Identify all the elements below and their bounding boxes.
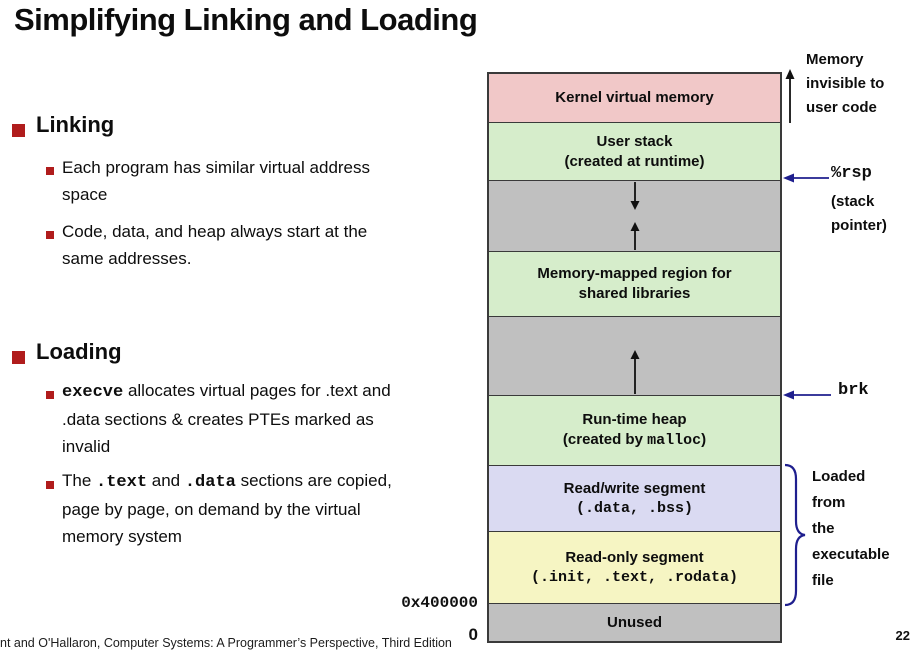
linking-bullet-1: Each program has similar virtual address… [62, 158, 371, 204]
note-line: (stack [831, 193, 875, 210]
data-section-code: .data [184, 473, 236, 492]
stack-grow-down-arrow [630, 182, 639, 210]
note-line: invisible to [806, 75, 885, 92]
kernel-invisible-up-arrow [785, 69, 795, 123]
segment-label: Read/write segment [563, 479, 706, 497]
memory-layout-diagram: Kernel virtual memory User stack (create… [487, 72, 782, 643]
loading-bullet-2-mid: and [147, 471, 185, 490]
segment-read-only: Read-only segment (.init, .text, .rodata… [489, 531, 780, 603]
segment-memory-mapped-region: Memory-mapped region for shared librarie… [489, 251, 780, 316]
linking-heading: Linking [36, 112, 115, 137]
segment-sublabel: shared libraries [578, 285, 691, 302]
segment-unused: Unused [489, 603, 780, 641]
segment-sublabel: (.init, .text, .rodata) [530, 568, 739, 586]
note-line: Loaded [812, 468, 866, 485]
loaded-from-brace [784, 463, 806, 607]
memory-invisible-note: Memory invisible to user code [806, 48, 884, 120]
loading-bullet-2-post: sections are copied, page by page, on de… [62, 471, 392, 546]
segment-sublabel: (created by malloc) [563, 430, 706, 451]
attribution-footer: nt and O'Hallaron, Computer Systems: A P… [0, 636, 452, 650]
page-title: Simplifying Linking and Loading [14, 2, 478, 37]
section-bullet-icon [12, 124, 25, 137]
heap-sublabel-pre: (created by [562, 431, 648, 448]
loading-bullet-1: execve allocates virtual pages for .text… [62, 377, 394, 460]
page-number: 22 [895, 628, 910, 643]
segment-sublabel: (.data, .bss) [575, 499, 694, 517]
start-address-label: 0x400000 [401, 594, 478, 612]
segment-gap-heap-growth [489, 316, 780, 395]
heap-sublabel-post: ) [701, 431, 707, 448]
loading-bullet-1-text: allocates virtual pages for .text and .d… [62, 381, 391, 456]
segment-kernel-virtual-memory: Kernel virtual memory [489, 74, 780, 122]
segment-runtime-heap: Run-time heap (created by malloc) [489, 395, 780, 465]
segment-read-write: Read/write segment (.data, .bss) [489, 465, 780, 531]
note-line: file [812, 572, 834, 589]
segment-gap-stack-growth [489, 180, 780, 251]
note-line: pointer) [831, 217, 887, 234]
segment-user-stack: User stack (created at runtime) [489, 122, 780, 180]
linking-bullet-2: Code, data, and heap always start at the… [62, 222, 368, 268]
loading-bullet-2-pre: The [62, 471, 97, 490]
zero-address-label: 0 [468, 625, 478, 644]
mmap-grow-up-arrow [630, 222, 639, 250]
text-section-code: .text [96, 473, 148, 492]
sub-bullet-icon [46, 481, 54, 489]
note-line: executable [812, 546, 890, 563]
brk-label: brk [838, 381, 869, 400]
brk-pointer-arrow [783, 390, 831, 400]
malloc-code: malloc [647, 432, 702, 449]
execve-code: execve [62, 383, 124, 402]
note-line: the [812, 520, 835, 537]
section-bullet-icon [12, 351, 25, 364]
segment-label: Kernel virtual memory [555, 89, 714, 106]
segment-sublabel: (created at runtime) [564, 152, 705, 170]
sub-bullet-icon [46, 231, 54, 239]
stack-pointer-note: (stack pointer) [831, 190, 887, 238]
loading-bullet-2: The .text and .data sections are copied,… [62, 467, 407, 550]
segment-label: User stack [596, 132, 673, 150]
note-line: Memory [806, 51, 864, 68]
heap-grow-up-arrow [630, 350, 639, 394]
rsp-pointer-arrow [783, 173, 829, 183]
segment-label: Unused [606, 613, 662, 631]
segment-label: Read-only segment [565, 548, 704, 566]
segment-label: Memory-mapped region for [537, 265, 732, 282]
segment-label: Run-time heap [582, 411, 687, 428]
note-line: from [812, 494, 846, 511]
loaded-from-executable-note: Loaded from the executable file [812, 464, 890, 594]
sub-bullet-icon [46, 167, 54, 175]
note-line: user code [806, 99, 877, 116]
sub-bullet-icon [46, 391, 54, 399]
rsp-register-label: %rsp [831, 164, 872, 183]
loading-heading: Loading [36, 339, 122, 364]
